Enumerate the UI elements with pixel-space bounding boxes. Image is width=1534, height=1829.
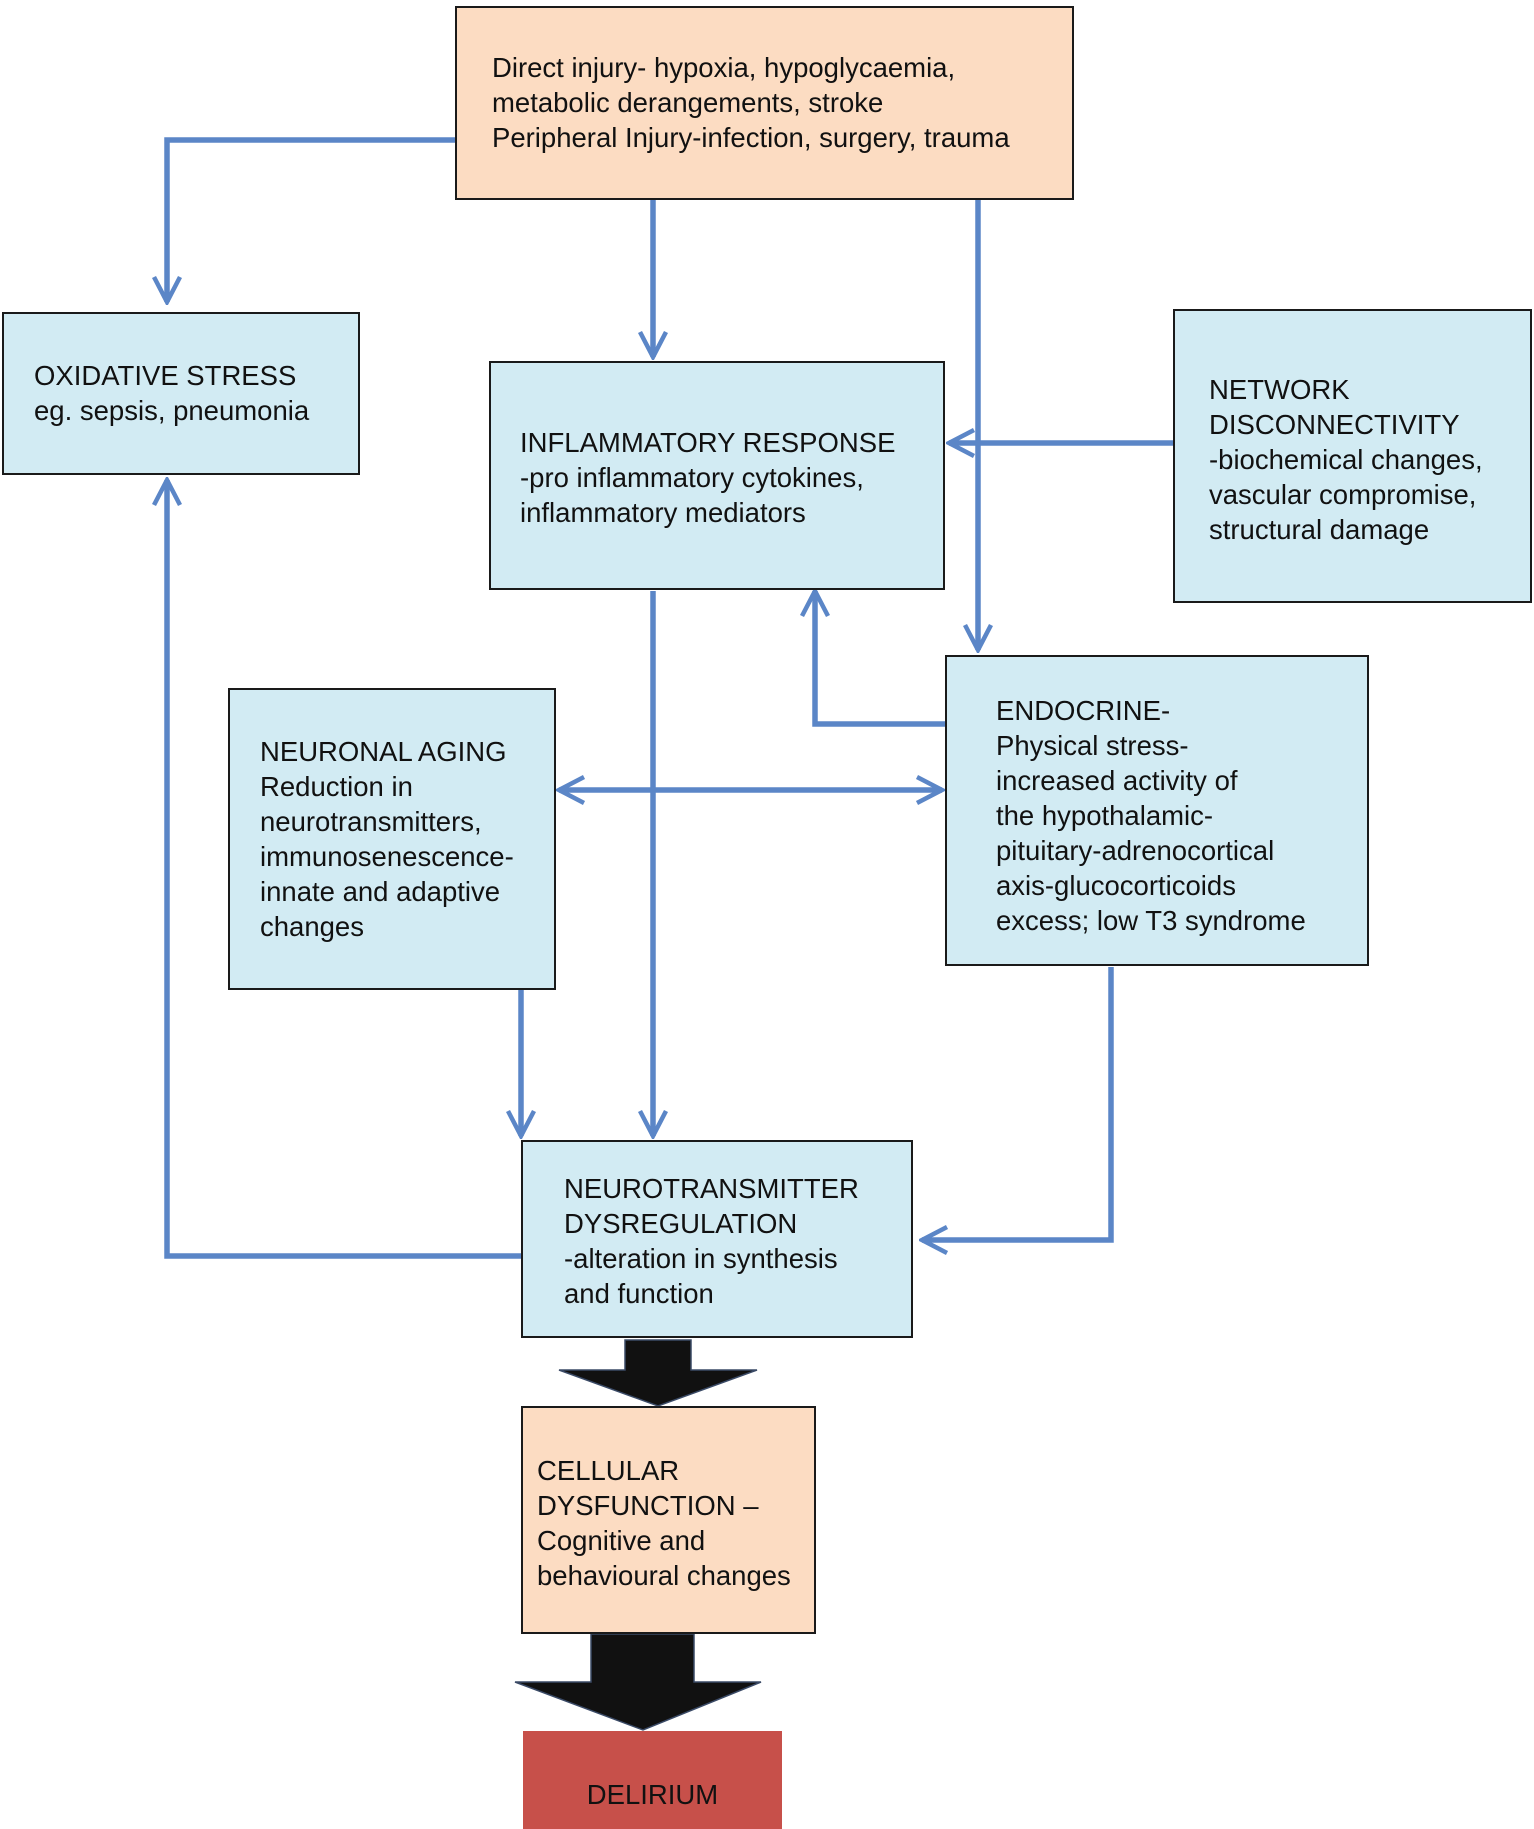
network-disconnectivity-line: -biochemical changes, [1209,444,1483,475]
cellular-dysfunction-box: CELLULAR DYSFUNCTION – Cognitive and beh… [521,1406,816,1634]
neurotransmitter-dysregulation-title: NEUROTRANSMITTER [564,1173,859,1204]
endocrine-line: excess; low T3 syndrome [996,905,1306,936]
cellular-dysfunction-line: behavioural changes [537,1560,791,1591]
neuronal-aging-title: NEURONAL AGING [260,736,507,767]
block-arrow-to-delirium [514,1633,762,1731]
cellular-dysfunction-title: DYSFUNCTION – [537,1490,759,1521]
inflammatory-response-title: INFLAMMATORY RESPONSE [520,427,896,458]
arrow-direct-to-oxidative [167,137,455,302]
arrow-neurotransmitter-to-oxidative [167,480,521,1259]
cellular-dysfunction-line: Cognitive and [537,1525,706,1556]
neurotransmitter-dysregulation-line: and function [564,1278,714,1309]
cellular-dysfunction-title: CELLULAR [537,1455,680,1486]
endocrine-line: the hypothalamic- [996,800,1214,831]
endocrine-title: ENDOCRINE- [996,695,1171,726]
neurotransmitter-dysregulation-line: -alteration in synthesis [564,1243,838,1274]
network-disconnectivity-title: DISCONNECTIVITY [1209,409,1460,440]
inflammatory-response-box: INFLAMMATORY RESPONSE -pro inflammatory … [489,361,945,590]
inflammatory-response-line: inflammatory mediators [520,497,806,528]
neuronal-aging-box: NEURONAL AGING Reduction in neurotransmi… [228,688,556,990]
neuronal-aging-line: immunosenescence- [260,841,514,872]
arrow-endocrine-to-inflammatory [815,591,946,727]
oxidative-stress-box: OXIDATIVE STRESS eg. sepsis, pneumonia [2,312,360,475]
endocrine-line: axis-glucocorticoids [996,870,1236,901]
endocrine-box: ENDOCRINE- Physical stress- increased ac… [945,655,1369,966]
arrow-endocrine-to-neurotransmitter [922,967,1114,1240]
network-disconnectivity-box: NETWORK DISCONNECTIVITY -biochemical cha… [1173,309,1532,603]
network-disconnectivity-title: NETWORK [1209,374,1350,405]
endocrine-line: pituitary-adrenocortical [996,835,1275,866]
neurotransmitter-dysregulation-box: NEUROTRANSMITTER DYSREGULATION -alterati… [521,1140,913,1338]
network-disconnectivity-line: structural damage [1209,514,1430,545]
direct-injury-line: metabolic derangements, stroke [492,87,884,118]
neuronal-aging-line: changes [260,911,364,942]
neuronal-aging-line: Reduction in [260,771,413,802]
block-arrow-to-cellular [558,1339,758,1407]
direct-injury-box: Direct injury- hypoxia, hypoglycaemia, m… [455,6,1074,200]
endocrine-line: increased activity of [996,765,1238,796]
delirium-label: DELIRIUM [586,1779,719,1810]
neuronal-aging-line: innate and adaptive [260,876,501,907]
neuronal-aging-line: neurotransmitters, [260,806,482,837]
delirium-box: DELIRIUM [523,1731,782,1829]
inflammatory-response-line: -pro inflammatory cytokines, [520,462,864,493]
direct-injury-line: Direct injury- hypoxia, hypoglycaemia, [492,52,956,83]
oxidative-stress-title: OXIDATIVE STRESS [34,360,297,391]
direct-injury-line: Peripheral Injury-infection, surgery, tr… [492,122,1010,153]
oxidative-stress-line: eg. sepsis, pneumonia [34,395,310,426]
endocrine-line: Physical stress- [996,730,1189,761]
network-disconnectivity-line: vascular compromise, [1209,479,1477,510]
neurotransmitter-dysregulation-title: DYSREGULATION [564,1208,798,1239]
